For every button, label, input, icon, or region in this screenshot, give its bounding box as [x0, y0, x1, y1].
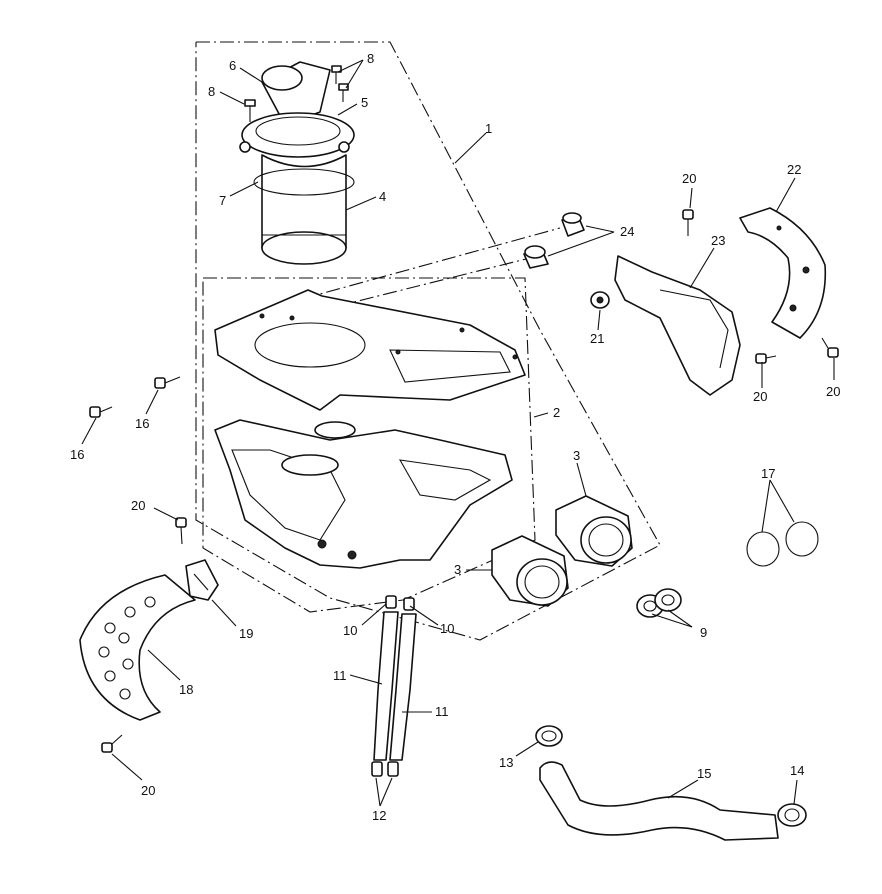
assembly-boundary-1 [195, 41, 661, 641]
callout-3-upper: 3 [573, 448, 580, 463]
washer-part-21 [590, 291, 610, 309]
guide-lines-24 [279, 227, 561, 319]
callout-14: 14 [790, 763, 804, 778]
screw-part-8-right-2 [338, 83, 349, 102]
callout-10-left: 10 [343, 623, 357, 638]
callout-15: 15 [697, 766, 711, 781]
callout-20-top-right: 20 [682, 171, 696, 186]
small-clamp-part-14 [777, 803, 807, 827]
callout-9: 9 [700, 625, 707, 640]
airbox-body-part-2 [214, 419, 513, 569]
callout-20-far-right: 20 [826, 384, 840, 399]
screw-part-8-left [244, 99, 256, 122]
intake-boot-part-3-upper [555, 495, 633, 567]
callout-10-right: 10 [440, 621, 454, 636]
callout-16-left: 16 [70, 447, 84, 462]
bolt-part-20-top-right [682, 209, 694, 236]
callout-13: 13 [499, 755, 513, 770]
callout-4: 4 [379, 189, 386, 204]
mesh-guard-part-18 [79, 574, 196, 721]
bolt-part-20-center-right [755, 353, 777, 364]
callout-5: 5 [361, 95, 368, 110]
filter-cover-part-5 [239, 112, 355, 158]
callout-21: 21 [590, 331, 604, 346]
tube-plugs-part-12 [371, 761, 399, 777]
assembly-boundary-2 [202, 277, 536, 613]
grommet-part-24-lower [523, 245, 549, 269]
callout-8-left: 8 [208, 84, 215, 99]
bolt-part-20-middle-left [175, 517, 187, 545]
callout-16-right: 16 [135, 416, 149, 431]
callout-7: 7 [219, 193, 226, 208]
callout-11-right: 11 [435, 704, 449, 719]
airbox-top-gasket [214, 289, 526, 411]
bracket-part-19 [185, 559, 219, 601]
callout-8-right: 8 [367, 51, 374, 66]
intake-boot-part-3-lower [491, 535, 569, 607]
callout-11-left: 11 [333, 668, 347, 683]
o-ring-part-7 [253, 168, 355, 196]
small-clamp-part-13 [535, 725, 563, 747]
bolt-part-20-far-right [821, 337, 839, 358]
callout-17: 17 [761, 466, 775, 481]
hose-part-15 [539, 761, 779, 841]
filter-element-part-4 [261, 154, 347, 265]
o-ring-pair-part-17 [746, 521, 819, 567]
callout-20-middle-left: 20 [131, 498, 145, 513]
callout-23: 23 [711, 233, 725, 248]
drain-tubes-part-11 [373, 611, 417, 761]
callout-24: 24 [620, 224, 634, 239]
callout-22: 22 [787, 162, 801, 177]
callout-6: 6 [229, 58, 236, 73]
side-cover-part-23 [614, 255, 741, 396]
callout-3-lower: 3 [454, 562, 461, 577]
callout-20-center-right: 20 [753, 389, 767, 404]
callout-2: 2 [553, 405, 560, 420]
grommet-part-24-upper [561, 212, 585, 237]
screw-part-8-right-1 [331, 65, 342, 84]
bolt-part-16-left [89, 406, 113, 418]
bolt-part-16-right [154, 376, 181, 389]
leader-lines [81, 59, 835, 807]
heat-shield-part-22 [739, 207, 827, 339]
callout-20-bottom-left: 20 [141, 783, 155, 798]
drain-caps-part-10 [385, 595, 415, 611]
callout-12: 12 [372, 808, 386, 823]
callout-18: 18 [179, 682, 193, 697]
callout-19: 19 [239, 626, 253, 641]
bolt-part-20-bottom-left [101, 734, 123, 753]
callout-1: 1 [485, 121, 492, 136]
hose-clamp-part-9 [636, 588, 682, 618]
